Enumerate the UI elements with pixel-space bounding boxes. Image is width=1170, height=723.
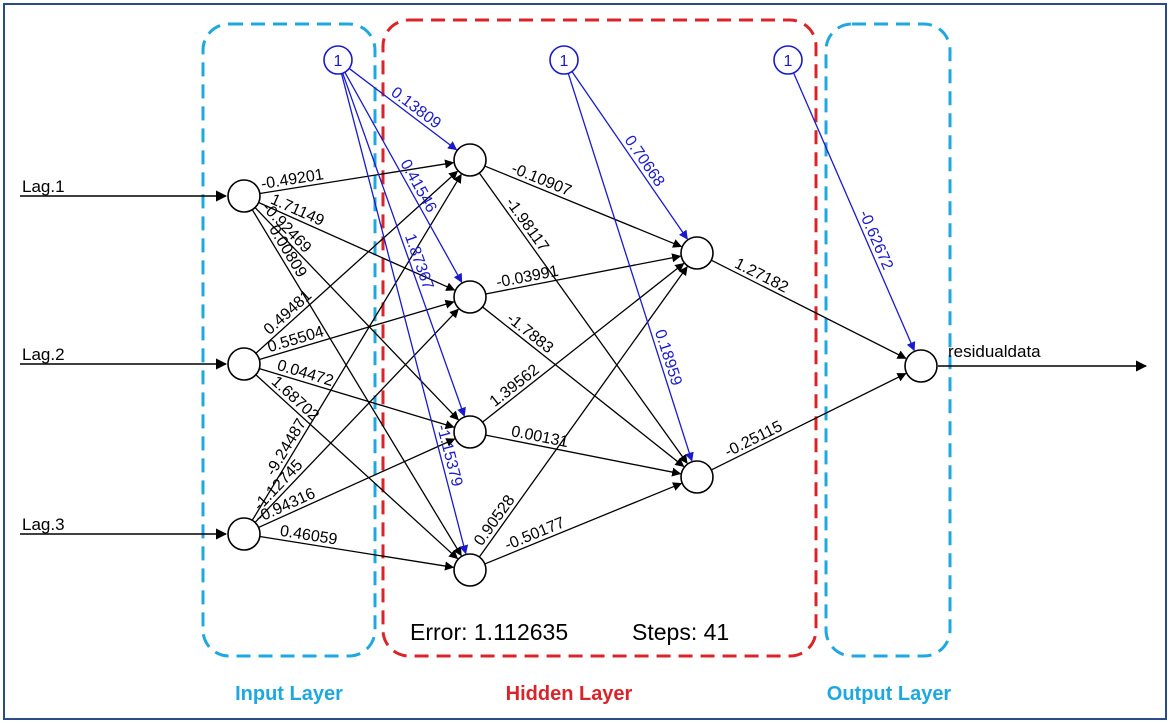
input-hidden-edge [259,159,455,195]
input-lag-1: Lag.1 [20,177,228,202]
hidden-output-weight-label: -0.25115 [722,418,785,461]
bias-edge [342,72,466,417]
input-layer-label: Input Layer [235,683,343,705]
hidden-output-weight-label: 1.27182 [732,255,791,296]
neuron-h2-1 [680,236,714,270]
hidden-hidden-weight-label: -1.98117 [502,195,552,255]
bias-node-hidden-label: 1 [560,53,569,70]
output-layer-label: Output Layer [827,683,952,705]
input-hidden-edge [258,438,456,529]
steps-value: Steps: 41 [632,619,729,645]
hidden-layer-box [381,18,818,658]
neuron-h1-3 [453,415,487,449]
input-label-lag-3: Lag.3 [22,515,65,534]
bias-weight-label: 1.87367 [401,232,436,292]
hidden-hidden-weight-label: -0.03991 [495,263,560,292]
neuron-residualdata [904,349,938,383]
hidden-hidden-edge [478,266,688,558]
bias-edge [344,71,463,283]
hidden-output-edge [711,372,907,471]
bias-node-input [323,45,353,75]
hidden-layer-label: Hidden Layer [506,683,633,705]
bias-node-input-label: 1 [334,53,343,70]
input-label-lag-1: Lag.1 [22,177,65,196]
input-hidden-edge [251,173,462,521]
hidden-hidden-weight-label: 1.39562 [487,361,543,410]
bias-edge [792,72,916,352]
bias-weight-label: 0.13809 [388,84,444,133]
hidden-hidden-edge [485,253,682,295]
nodes: 1 1 1 [227,45,938,587]
bias-edge [567,73,694,462]
neuron-lag-1 [227,179,261,213]
output-layer-box [824,22,952,658]
neuron-h2-2 [680,460,714,494]
hidden-hidden-edge [484,482,683,565]
input-hidden-edge [259,367,455,430]
outer-frame [3,3,1167,720]
input-hidden-edge [255,170,459,354]
input-hidden-edge [255,374,459,560]
input-hidden-edge [254,308,459,523]
weight-labels: -0.492011.71149-0.924690.008090.494810.5… [251,84,896,554]
neuron-h1-4 [453,553,487,587]
input-label-lag-2: Lag.2 [22,345,65,364]
input-lag-2: Lag.2 [20,345,228,370]
bias-node-output [773,45,803,75]
bias-weight-label: 0.18959 [651,328,685,388]
hidden-hidden-edge [485,434,682,477]
input-hidden-edge [251,209,462,557]
error-value: Error: 1.112635 [410,619,568,645]
input-hidden-weight-label: -0.49201 [260,166,325,193]
input-hidden-edge [259,299,455,361]
neuron-h1-2 [453,280,487,314]
bias-node-output-label: 1 [784,53,793,70]
output-label: residualdata [948,342,1041,361]
neuron-lag-3 [227,517,261,551]
bias-node-hidden [549,45,579,75]
hidden-hidden-edge [482,262,685,423]
input-layer-box [201,22,377,658]
input-hidden-edge [254,207,459,421]
connections [251,67,916,571]
bias-edge [571,71,688,240]
bias-edge [340,73,469,555]
input-hidden-edge [258,201,456,291]
hidden-hidden-weight-label: 0.00131 [510,423,570,451]
neuron-lag-2 [227,347,261,381]
output-residualdata: residualdata [938,342,1148,372]
input-lag-3: Lag.3 [20,515,228,540]
hidden-hidden-edge [482,306,685,468]
hidden-output-edge [710,259,907,359]
hidden-hidden-edge [478,172,688,464]
bias-weight-label: 0.70668 [621,133,668,190]
input-hidden-edge [259,535,455,571]
bias-edge [348,67,458,151]
hidden-hidden-weight-label: -1.7883 [503,310,556,357]
hidden-hidden-edge [484,165,683,248]
neuron-h1-1 [453,143,487,177]
